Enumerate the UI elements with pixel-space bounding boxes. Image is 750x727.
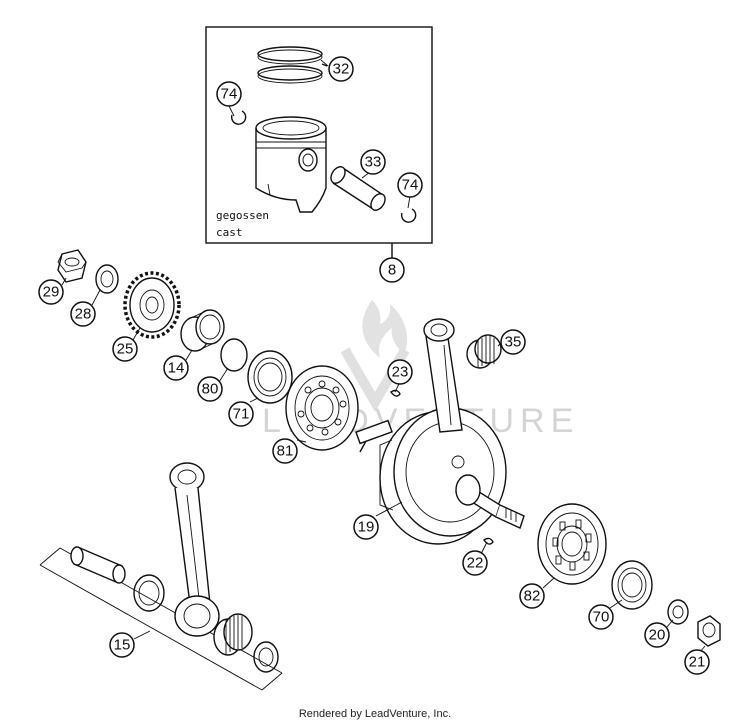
svg-text:32: 32 [333, 61, 350, 78]
piston-kit-box: gegossen cast [205, 26, 433, 258]
needle-bearing-small-end [466, 334, 502, 369]
svg-text:74: 74 [402, 177, 419, 194]
svg-text:29: 29 [43, 284, 60, 301]
leader-lines [61, 277, 706, 653]
callout-71[interactable]: 71 [228, 401, 254, 427]
main-bearing-right [537, 503, 607, 585]
callout-80[interactable]: 80 [197, 376, 223, 402]
needle-bearing-big-end [213, 613, 253, 656]
svg-text:19: 19 [358, 519, 375, 536]
svg-text:8: 8 [388, 262, 396, 279]
svg-text:22: 22 [467, 555, 484, 572]
callout-23[interactable]: 23 [387, 359, 413, 385]
main-bearing-left [285, 365, 359, 451]
svg-text:74: 74 [221, 86, 238, 103]
svg-text:23: 23 [392, 364, 409, 381]
primary-gear [123, 271, 181, 339]
circlip-right [400, 208, 417, 223]
callout-29[interactable]: 29 [38, 279, 64, 305]
conrod-pin [70, 546, 126, 584]
conrod-kit [39, 462, 283, 691]
o-ring [220, 338, 248, 372]
callout-74-left[interactable]: 74 [216, 81, 242, 107]
svg-text:33: 33 [365, 154, 382, 171]
piston-pin [330, 166, 386, 211]
svg-text:25: 25 [117, 341, 134, 358]
callout-70[interactable]: 70 [588, 604, 614, 630]
callout-22[interactable]: 22 [462, 550, 488, 576]
svg-text:15: 15 [114, 637, 131, 654]
svg-text:81: 81 [277, 443, 294, 460]
kit-note-english: cast [216, 226, 243, 239]
callout-82[interactable]: 82 [519, 583, 545, 609]
callout-25[interactable]: 25 [112, 336, 138, 362]
callout-21[interactable]: 21 [684, 649, 710, 675]
svg-text:14: 14 [168, 360, 185, 377]
callout-74-right[interactable]: 74 [397, 172, 423, 198]
thrust-washer-1 [133, 574, 165, 612]
crankshaft-assembly [355, 318, 525, 545]
nut-right [697, 615, 721, 647]
lock-washer [95, 264, 119, 294]
washer-right [667, 599, 689, 625]
woodruff-key-upper [390, 389, 401, 397]
callout-35[interactable]: 35 [500, 329, 526, 355]
callout-20[interactable]: 20 [644, 622, 670, 648]
piston-rings [257, 46, 328, 84]
shaft-seal [247, 350, 293, 404]
kit-note-german: gegossen [216, 209, 269, 222]
circlip-left [230, 110, 247, 125]
svg-text:21: 21 [689, 654, 706, 671]
svg-text:82: 82 [524, 588, 541, 605]
callout-28[interactable]: 28 [70, 301, 96, 327]
thrust-washer-2 [253, 641, 279, 673]
callout-8[interactable]: 8 [379, 257, 405, 283]
svg-text:28: 28 [75, 306, 92, 323]
svg-text:80: 80 [202, 381, 219, 398]
callout-33[interactable]: 33 [360, 149, 386, 175]
callout-19[interactable]: 19 [353, 514, 379, 540]
shaft-seal-right [611, 560, 653, 610]
svg-text:35: 35 [505, 334, 522, 351]
spacer-sleeve [180, 309, 225, 352]
callout-81[interactable]: 81 [272, 438, 298, 464]
piston [255, 116, 327, 213]
callout-14[interactable]: 14 [163, 355, 189, 381]
svg-text:20: 20 [649, 627, 666, 644]
svg-text:70: 70 [593, 609, 610, 626]
footer-credit: Rendered by LeadVenture, Inc. [298, 708, 452, 720]
woodruff-key-lower [483, 537, 494, 545]
connecting-rod [169, 462, 220, 637]
svg-text:71: 71 [233, 406, 250, 423]
crankshaft-nut [57, 249, 87, 283]
callout-15[interactable]: 15 [109, 632, 135, 658]
callout-32[interactable]: 32 [328, 56, 354, 82]
